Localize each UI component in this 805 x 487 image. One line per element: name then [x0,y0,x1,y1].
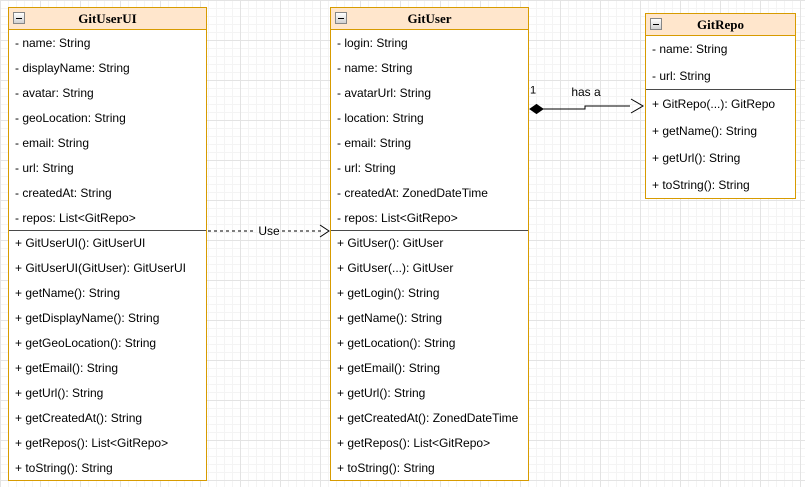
class-box-gitrepo[interactable]: GitRepo - name: String - url: String + G… [645,13,796,199]
collapse-icon[interactable] [650,18,662,30]
member-separator [9,230,206,231]
edge-label-use[interactable]: Use [258,224,280,238]
method-row[interactable]: + toString(): String [652,177,750,192]
composition-edge-has-a[interactable] [529,98,644,115]
attribute-row[interactable]: - email: String [337,135,412,150]
attribute-row[interactable]: - avatar: String [15,85,94,100]
attribute-row[interactable]: - url: String [337,160,396,175]
method-row[interactable]: + getCreatedAt(): ZonedDateTime [337,410,519,425]
minus-glyph [16,17,22,19]
class-box-gituserui[interactable]: GitUserUI - name: String - displayName: … [8,7,207,481]
methods-section: + GitRepo(...): GitRepo + getName(): Str… [646,90,795,198]
method-row[interactable]: + GitUserUI(): GitUserUI [15,236,146,251]
method-row[interactable]: + getUrl(): String [652,150,741,165]
attribute-row[interactable]: - repos: List<GitRepo> [15,210,136,225]
multiplicity-label[interactable]: 1 [529,84,537,97]
attribute-row[interactable]: - email: String [15,135,90,150]
attribute-row[interactable]: - displayName: String [15,60,130,75]
open-arrowhead-icon [630,98,644,114]
minus-glyph [653,23,659,25]
attribute-row[interactable]: - name: String [652,42,728,57]
attributes-section: - name: String - url: String [646,36,795,89]
method-row[interactable]: + GitRepo(...): GitRepo [652,96,776,111]
method-row[interactable]: + getName(): String [337,311,443,326]
attribute-row[interactable]: - repos: List<GitRepo> [337,210,458,225]
class-title: GitRepo [697,16,744,32]
method-row[interactable]: + getRepos(): List<GitRepo> [337,435,491,450]
method-row[interactable]: + getName(): String [652,123,758,138]
attribute-row[interactable]: - location: String [337,110,424,125]
method-row[interactable]: + getName(): String [15,286,121,301]
class-header: GitUserUI [9,8,206,30]
method-row[interactable]: + GitUser(): GitUser [337,236,444,251]
method-row[interactable]: + getRepos(): List<GitRepo> [15,435,169,450]
attribute-row[interactable]: - login: String [337,35,408,50]
method-row[interactable]: + getUrl(): String [15,385,104,400]
method-row[interactable]: + getUrl(): String [337,385,426,400]
collapse-icon[interactable] [335,12,347,24]
class-title: GitUser [407,10,452,26]
class-header: GitRepo [646,14,795,36]
method-row[interactable]: + toString(): String [15,460,113,475]
method-row[interactable]: + getLogin(): String [337,286,440,301]
attribute-row[interactable]: - url: String [15,160,74,175]
class-box-gituser[interactable]: GitUser - login: String - name: String -… [330,7,529,481]
solid-line [543,105,630,110]
attribute-row[interactable]: - url: String [652,68,711,83]
attribute-row[interactable]: - name: String [337,60,413,75]
collapse-icon[interactable] [13,12,25,24]
attribute-row[interactable]: - name: String [15,35,91,50]
edge-label-has-a[interactable]: has a [571,85,601,99]
method-row[interactable]: + GitUser(...): GitUser [337,261,454,276]
minus-glyph [338,17,344,19]
method-row[interactable]: + getLocation(): String [337,336,456,351]
class-header: GitUser [331,8,528,30]
attributes-section: - name: String - displayName: String - a… [9,30,206,230]
class-title: GitUserUI [78,10,137,26]
method-row[interactable]: + toString(): String [337,460,435,475]
attributes-section: - login: String - name: String - avatarU… [331,30,528,230]
method-row[interactable]: + getCreatedAt(): String [15,410,143,425]
composition-diamond-icon [529,103,544,115]
member-separator [646,89,795,90]
methods-section: + GitUser(): GitUser + GitUser(...): Git… [331,231,528,480]
method-row[interactable]: + getGeoLocation(): String [15,336,157,351]
attribute-row[interactable]: - avatarUrl: String [337,85,432,100]
method-row[interactable]: + getEmail(): String [337,360,441,375]
method-row[interactable]: + GitUserUI(GitUser): GitUserUI [15,261,187,276]
open-arrowhead-icon [319,224,330,238]
attribute-row[interactable]: - createdAt: ZonedDateTime [337,185,488,200]
attribute-row[interactable]: - createdAt: String [15,185,112,200]
method-row[interactable]: + getDisplayName(): String [15,311,160,326]
attribute-row[interactable]: - geoLocation: String [15,110,126,125]
member-separator [331,230,528,231]
methods-section: + GitUserUI(): GitUserUI + GitUserUI(Git… [9,231,206,480]
method-row[interactable]: + getEmail(): String [15,360,119,375]
